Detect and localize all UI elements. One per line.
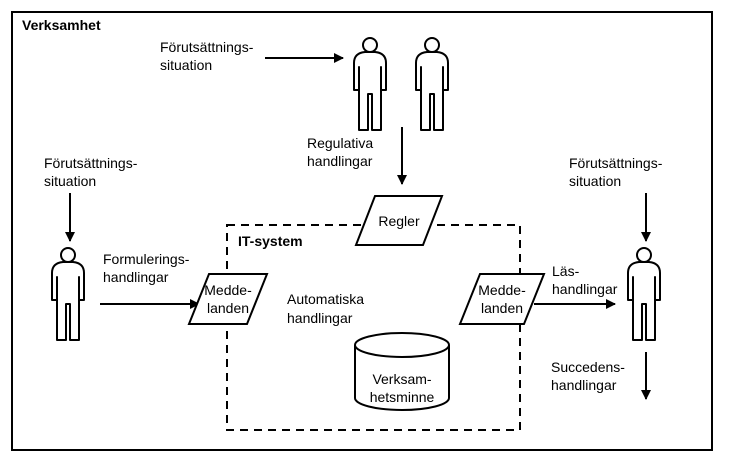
messages-left-line2: landen bbox=[207, 300, 249, 316]
memory-line1: Verksam- bbox=[372, 371, 431, 387]
succeeding-line1: Succedens- bbox=[551, 359, 625, 375]
person-icon-right bbox=[627, 247, 661, 341]
person-icon-left bbox=[51, 247, 85, 341]
succeeding-line2: handlingar bbox=[551, 377, 617, 393]
memory-cylinder bbox=[354, 332, 450, 411]
person-icon-top-left bbox=[353, 37, 387, 131]
regulative-line1: Regulativa bbox=[307, 135, 373, 151]
regulative-line2: handlingar bbox=[307, 153, 373, 169]
it-system-title: IT-system bbox=[238, 233, 303, 249]
automatic-line2: handlingar bbox=[287, 310, 353, 326]
formulation-line2: handlingar bbox=[103, 269, 169, 285]
rules-shape bbox=[354, 195, 444, 246]
formulation-line1: Formulerings- bbox=[103, 251, 190, 267]
top-precondition-line2: situation bbox=[160, 57, 212, 73]
messages-right-line1: Medde- bbox=[478, 282, 526, 298]
messages-right-shape bbox=[458, 273, 546, 325]
verksamhet-box bbox=[11, 11, 713, 451]
reading-line1: Läs- bbox=[552, 263, 580, 279]
automatic-line1: Automatiska bbox=[287, 291, 364, 307]
right-precondition-line2: situation bbox=[569, 173, 621, 189]
verksamhet-title: Verksamhet bbox=[22, 17, 101, 33]
messages-left-shape bbox=[187, 273, 269, 325]
messages-right-line2: landen bbox=[481, 300, 523, 316]
memory-line2: hetsminne bbox=[370, 389, 435, 405]
person-icon-top-right bbox=[415, 37, 449, 131]
right-precondition-line1: Förutsättnings- bbox=[569, 155, 663, 171]
reading-line2: handlingar bbox=[552, 281, 618, 297]
left-precondition-line2: situation bbox=[44, 173, 96, 189]
left-precondition-line1: Förutsättnings- bbox=[44, 155, 138, 171]
messages-left-line1: Medde- bbox=[204, 282, 252, 298]
top-precondition-line1: Förutsättnings- bbox=[160, 39, 254, 55]
rules-label: Regler bbox=[378, 213, 420, 229]
